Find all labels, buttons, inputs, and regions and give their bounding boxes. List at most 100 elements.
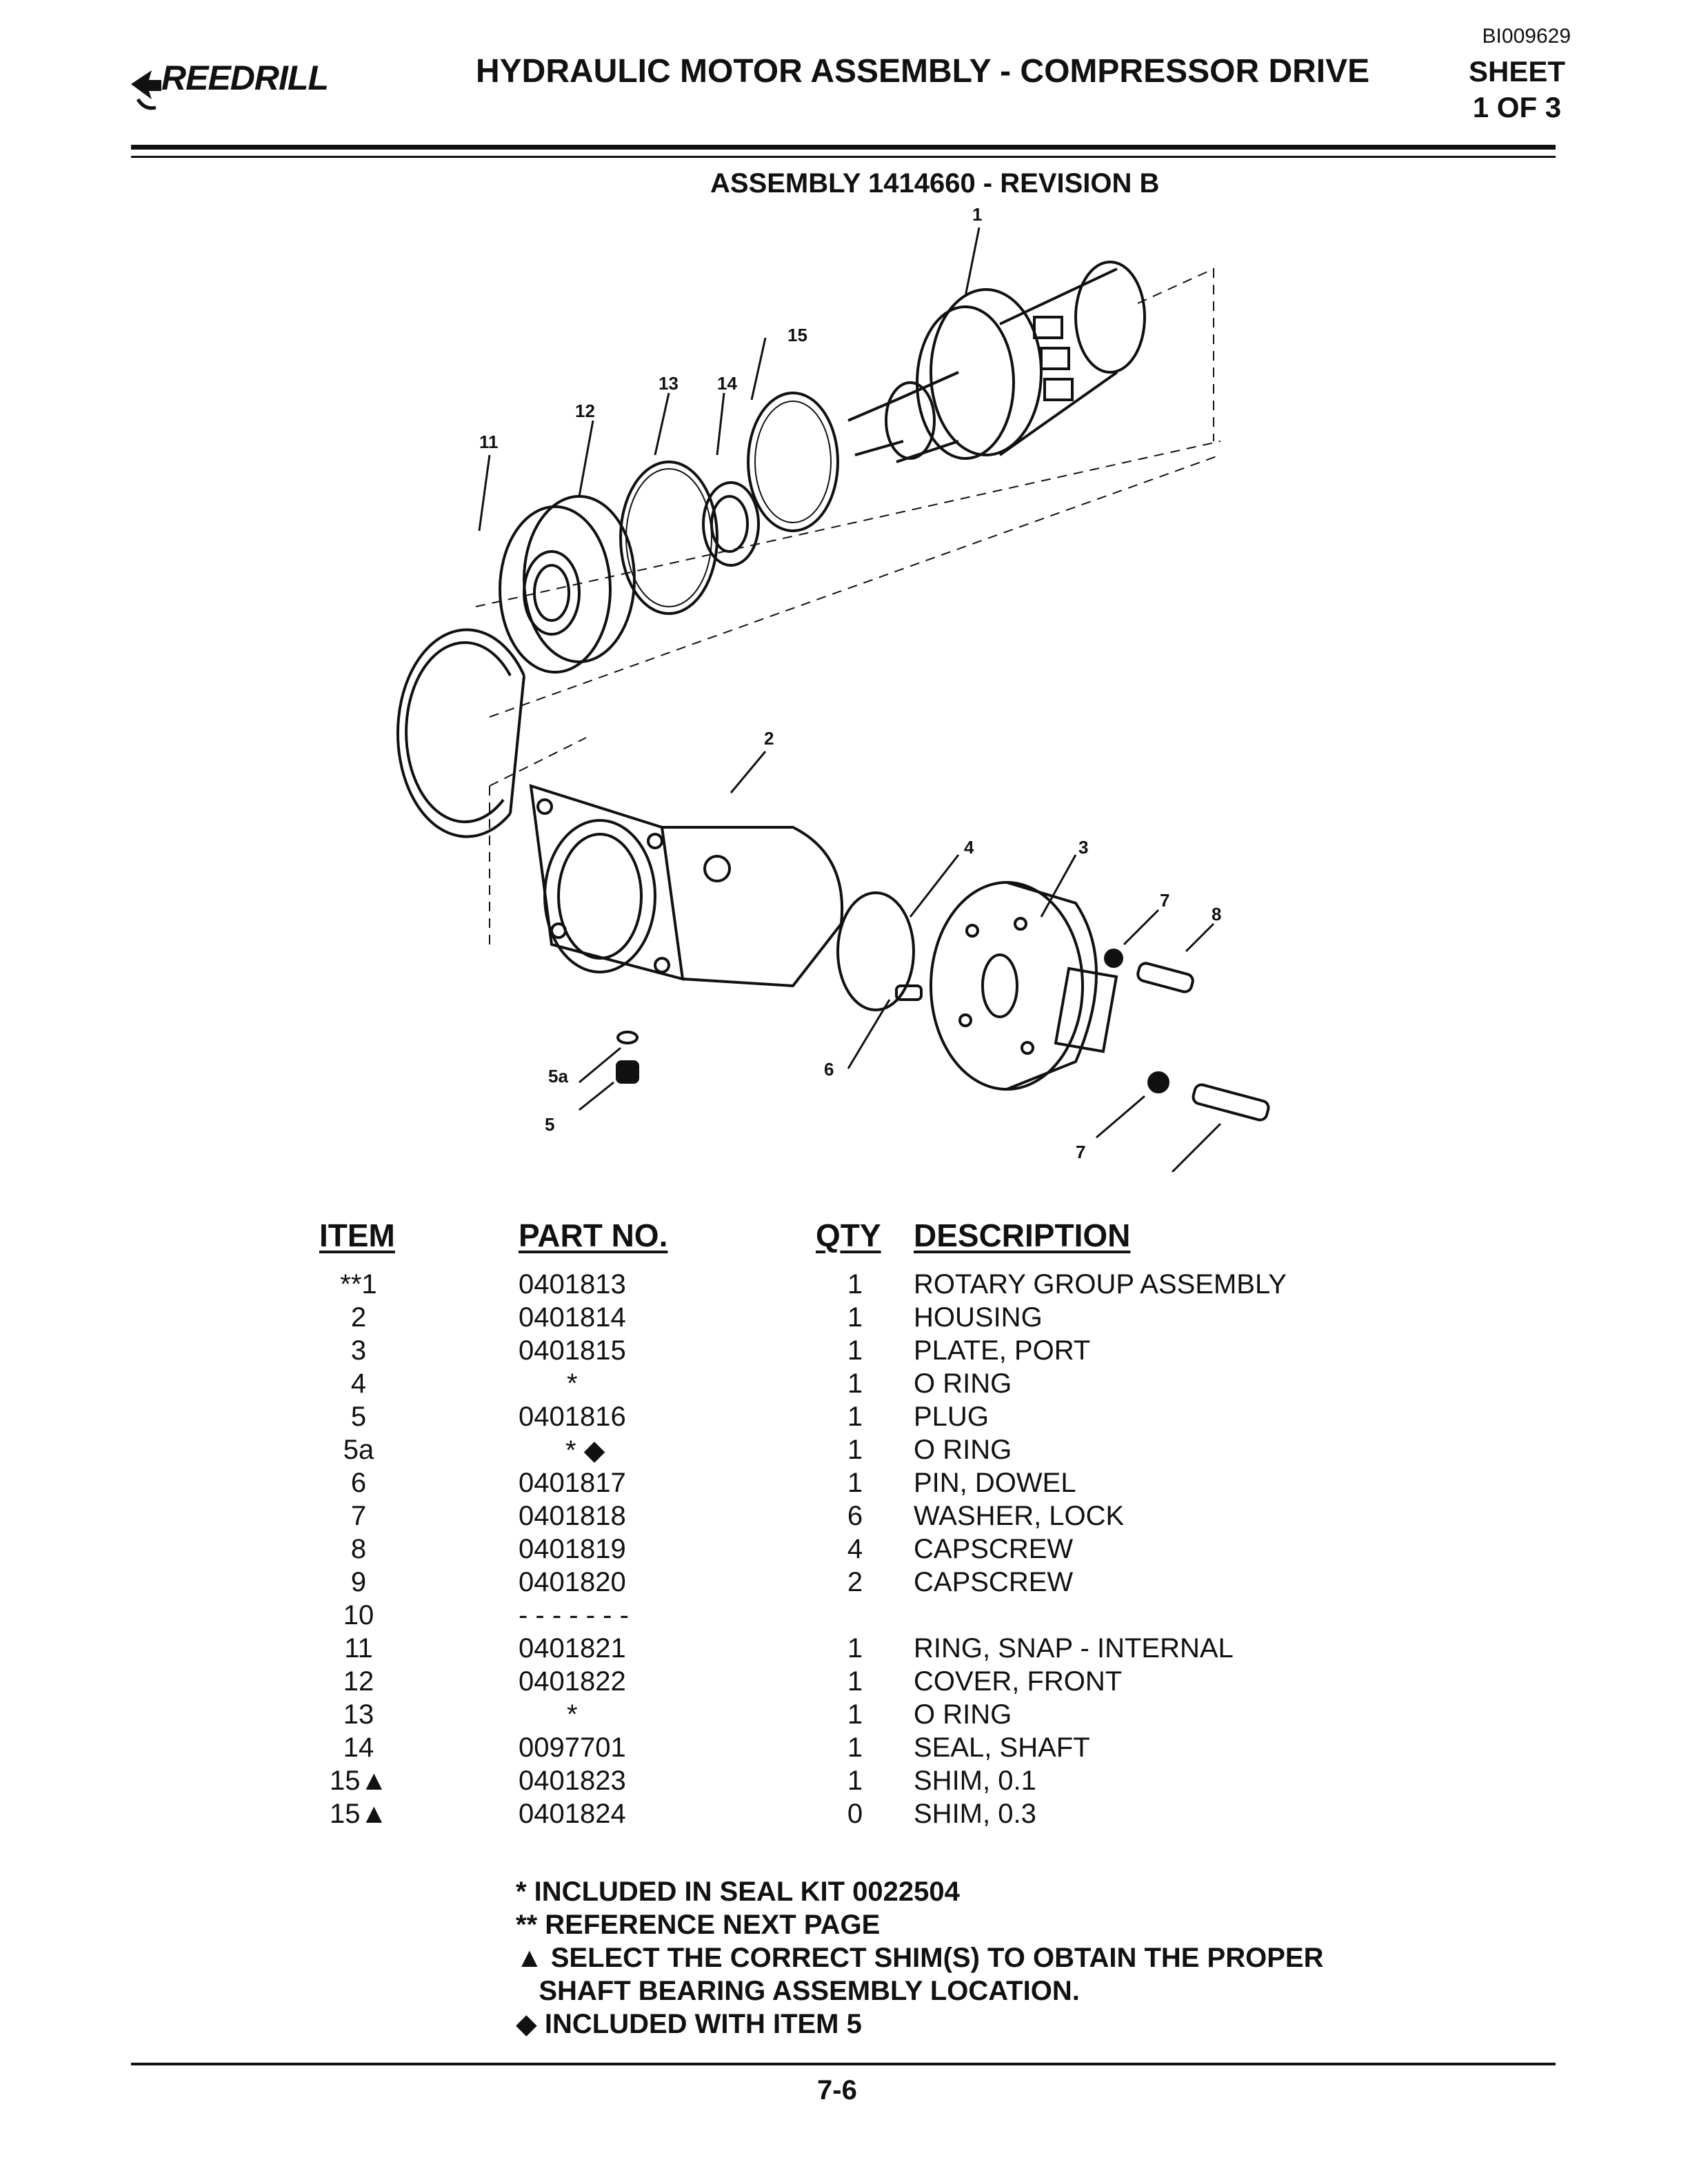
sheet-indicator: SHEET 1 OF 3 <box>1469 54 1565 125</box>
callout-5: 5 <box>545 1114 554 1135</box>
qty-cell: 1 <box>847 1633 863 1664</box>
callout-15: 15 <box>787 325 807 345</box>
table-row: 9 0401820 2 CAPSCREW <box>0 1567 1688 1600</box>
item-cell: 3 <box>350 1335 367 1366</box>
description-cell: PIN, DOWEL <box>914 1468 1076 1498</box>
part-cell: 0401819 <box>519 1534 626 1564</box>
table-row: 4 * 1 O RING <box>0 1368 1688 1402</box>
table-row: 3 0401815 1 PLATE, PORT <box>0 1335 1688 1368</box>
description-cell: O RING <box>914 1368 1012 1399</box>
column-header-description: DESCRIPTION <box>914 1217 1131 1253</box>
part-cell: 0401816 <box>519 1402 626 1432</box>
callout-5a: 5a <box>548 1066 568 1086</box>
item-cell: 4 <box>350 1368 367 1399</box>
qty-cell: 1 <box>847 1435 863 1465</box>
sheet-count: 1 OF 3 <box>1472 91 1562 123</box>
part-cell: 0401818 <box>519 1501 626 1531</box>
callout-2: 2 <box>764 728 774 749</box>
qty-cell: 1 <box>847 1368 863 1399</box>
description-cell: ROTARY GROUP ASSEMBLY <box>914 1269 1287 1300</box>
housing-part <box>529 784 844 988</box>
part-cell: 0097701 <box>519 1732 626 1763</box>
shaft-seal-part <box>702 481 760 567</box>
page-number: 7-6 <box>817 2075 857 2105</box>
footnote-seal-kit: * INCLUDED IN SEAL KIT 0022504 <box>516 1877 960 1907</box>
qty-cell: 1 <box>847 1699 863 1730</box>
item-cell: 8 <box>350 1534 367 1564</box>
callout-1: 1 <box>972 204 982 225</box>
item-cell: **1 <box>340 1269 377 1300</box>
item-cell: 13 <box>343 1699 374 1730</box>
rotary-group-part <box>847 261 1146 463</box>
qty-cell: 1 <box>847 1766 863 1796</box>
item-cell: 15▲ <box>329 1766 388 1796</box>
column-header-item: ITEM <box>319 1217 395 1253</box>
table-row: **1 0401813 1 ROTARY GROUP ASSEMBLY <box>0 1269 1688 1302</box>
description-cell: CAPSCREW <box>914 1534 1074 1564</box>
footnote-included-item5: ◆ INCLUDED WITH ITEM 5 <box>516 2009 862 2039</box>
part-cell: 0401821 <box>519 1633 626 1664</box>
table-row: 14 0097701 1 SEAL, SHAFT <box>0 1732 1688 1766</box>
item-cell: 10 <box>343 1600 374 1630</box>
shim-part <box>747 392 839 532</box>
part-cell: 0401824 <box>519 1799 626 1829</box>
item-cell: 14 <box>343 1732 374 1763</box>
capscrew-part <box>1136 962 1194 993</box>
item-cell: 5 <box>350 1402 367 1432</box>
description-cell: WASHER, LOCK <box>914 1501 1125 1531</box>
rotary-group-bracket <box>1137 267 1214 441</box>
axis-centerline-lower <box>489 454 1221 718</box>
callout-14: 14 <box>717 373 737 394</box>
callout-7-upper: 7 <box>1160 890 1169 911</box>
description-cell: SHIM, 0.1 <box>914 1766 1036 1796</box>
callout-4: 4 <box>964 837 974 858</box>
housing-bracket <box>489 737 587 951</box>
description-cell: PLATE, PORT <box>914 1335 1091 1366</box>
footer-rule <box>131 2063 1556 2065</box>
table-row: 10 - - - - - - - <box>0 1600 1688 1633</box>
callout-8: 8 <box>1212 904 1221 924</box>
axis-centerline-upper <box>475 441 1221 607</box>
column-header-qty: QTY <box>816 1217 881 1253</box>
part-cell: * <box>567 1368 578 1399</box>
qty-cell: 1 <box>847 1666 863 1697</box>
part-cell: 0401817 <box>519 1468 626 1498</box>
footnote-shim-select: ▲ SELECT THE CORRECT SHIM(S) TO OBTAIN T… <box>516 1943 1324 1973</box>
front-o-ring-part <box>619 461 719 615</box>
part-cell: 0401822 <box>519 1666 626 1697</box>
item-cell: 5a <box>343 1435 374 1465</box>
qty-cell: 2 <box>847 1567 863 1597</box>
description-cell: COVER, FRONT <box>914 1666 1123 1697</box>
reedrill-logo: REEDRILL <box>131 54 365 116</box>
part-cell: * ◆ <box>565 1435 605 1466</box>
logo-text: REEDRILL <box>161 59 329 97</box>
sheet-label: SHEET <box>1468 55 1565 88</box>
callout-11: 11 <box>479 432 499 452</box>
callout-13: 13 <box>659 373 679 394</box>
table-row: 15▲ 0401823 1 SHIM, 0.1 <box>0 1766 1688 1799</box>
description-cell: O RING <box>914 1435 1012 1465</box>
description-cell: PLUG <box>914 1402 989 1432</box>
qty-cell: 1 <box>847 1402 863 1432</box>
qty-cell: 4 <box>847 1534 863 1564</box>
table-row: 8 0401819 4 CAPSCREW <box>0 1534 1688 1567</box>
footnote-shim-select-cont: SHAFT BEARING ASSEMBLY LOCATION. <box>516 1976 1080 2006</box>
part-cell: 0401820 <box>519 1567 626 1597</box>
table-row: 5 0401816 1 PLUG <box>0 1402 1688 1435</box>
table-row: 6 0401817 1 PIN, DOWEL <box>0 1468 1688 1501</box>
footnotes: * INCLUDED IN SEAL KIT 0022504 ** REFERE… <box>516 1875 1323 2041</box>
callout-7-lower: 7 <box>1076 1142 1085 1162</box>
part-cell: - - - - - - - <box>519 1600 629 1630</box>
item-cell: 15▲ <box>329 1799 388 1829</box>
plug-o-ring-part <box>616 1031 639 1044</box>
snap-ring-part <box>396 628 525 838</box>
part-cell: * <box>567 1699 578 1730</box>
table-row: 11 0401821 1 RING, SNAP - INTERNAL <box>0 1633 1688 1666</box>
description-cell: O RING <box>914 1699 1012 1730</box>
qty-cell: 6 <box>847 1501 863 1531</box>
description-cell: HOUSING <box>914 1302 1043 1333</box>
qty-cell: 1 <box>847 1732 863 1763</box>
item-cell: 12 <box>343 1666 374 1697</box>
capscrew-lower-part <box>1192 1083 1270 1122</box>
item-cell: 2 <box>350 1302 367 1333</box>
